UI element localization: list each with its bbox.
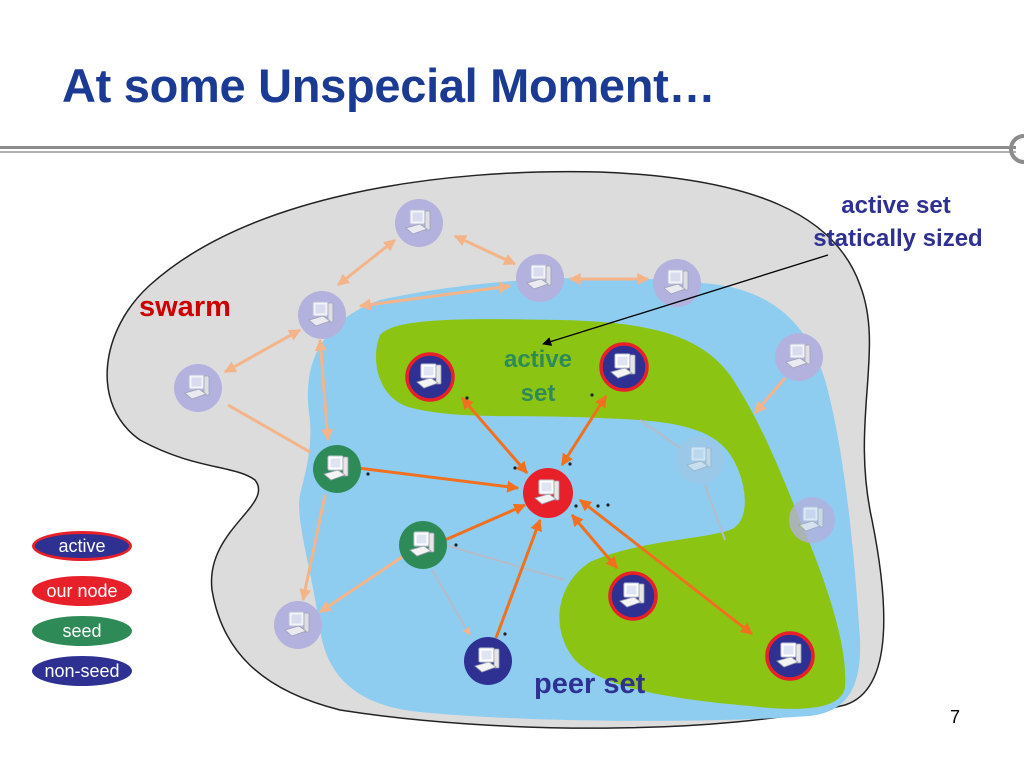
peer-link [494, 518, 542, 639]
swarm-link [337, 238, 396, 287]
active-set-label-line2: set [521, 380, 556, 407]
non-seed-peer [464, 637, 512, 685]
seed-peer [313, 445, 361, 493]
seed-peer [399, 521, 447, 569]
active-peer [608, 571, 658, 621]
legend-seed: seed [32, 616, 132, 646]
slide-title: At some Unspecial Moment… [62, 59, 716, 112]
active-link [460, 397, 529, 474]
active-link [560, 394, 608, 467]
peer-set-label: peer set [534, 668, 646, 700]
slide-number: 7 [950, 707, 961, 727]
legend-our-node-label: our node [46, 580, 118, 601]
active-peer [405, 352, 455, 402]
swarm-peer [298, 291, 346, 339]
swarm-link [227, 403, 311, 454]
dot [366, 472, 370, 476]
swarm-peer [174, 364, 222, 412]
active-peer [599, 342, 649, 392]
peer-link [444, 503, 527, 542]
active-peer [765, 631, 815, 681]
swarm-link [453, 234, 517, 266]
swarm-peer [775, 333, 823, 381]
dot [568, 462, 572, 466]
annotation-line1: active set [841, 192, 950, 219]
dot [513, 466, 517, 470]
legend-our-node: our node [32, 576, 132, 606]
swarm-peer [516, 254, 564, 302]
legend-non-seed-label: non-seed [44, 660, 120, 681]
swarm-peer [274, 601, 322, 649]
dot [503, 632, 507, 636]
active-set-label-line1: active [504, 346, 572, 373]
dot [454, 543, 458, 547]
swarm-link [444, 544, 566, 581]
active-link [579, 498, 753, 636]
dot [596, 504, 600, 508]
swarm-link [431, 569, 471, 636]
legend-seed-label: seed [62, 620, 102, 641]
swarm-peer [395, 199, 443, 247]
swarm-peer [653, 259, 701, 307]
swarm-link [639, 419, 684, 451]
legend-active-label: active [58, 535, 106, 556]
swarm-link [358, 281, 512, 311]
swarm-link [319, 553, 406, 614]
swarm-link [753, 377, 787, 414]
annotation-pointer [542, 254, 829, 346]
dot [606, 503, 610, 507]
swarm-peer [676, 436, 724, 484]
dot [590, 393, 594, 397]
annotation-line2: statically sized [813, 225, 982, 252]
swarm-label: swarm [139, 291, 231, 323]
swarm-peer [789, 497, 835, 543]
dot [574, 504, 578, 508]
dot [465, 396, 469, 400]
legend-non-seed: non-seed [32, 656, 132, 686]
swarm-link [299, 494, 327, 602]
swarm-link [314, 338, 334, 442]
our-node [523, 468, 573, 518]
title-rule [0, 134, 1024, 164]
swarm-link [223, 328, 302, 374]
legend-active: active [32, 531, 132, 561]
peer-link [357, 466, 520, 493]
